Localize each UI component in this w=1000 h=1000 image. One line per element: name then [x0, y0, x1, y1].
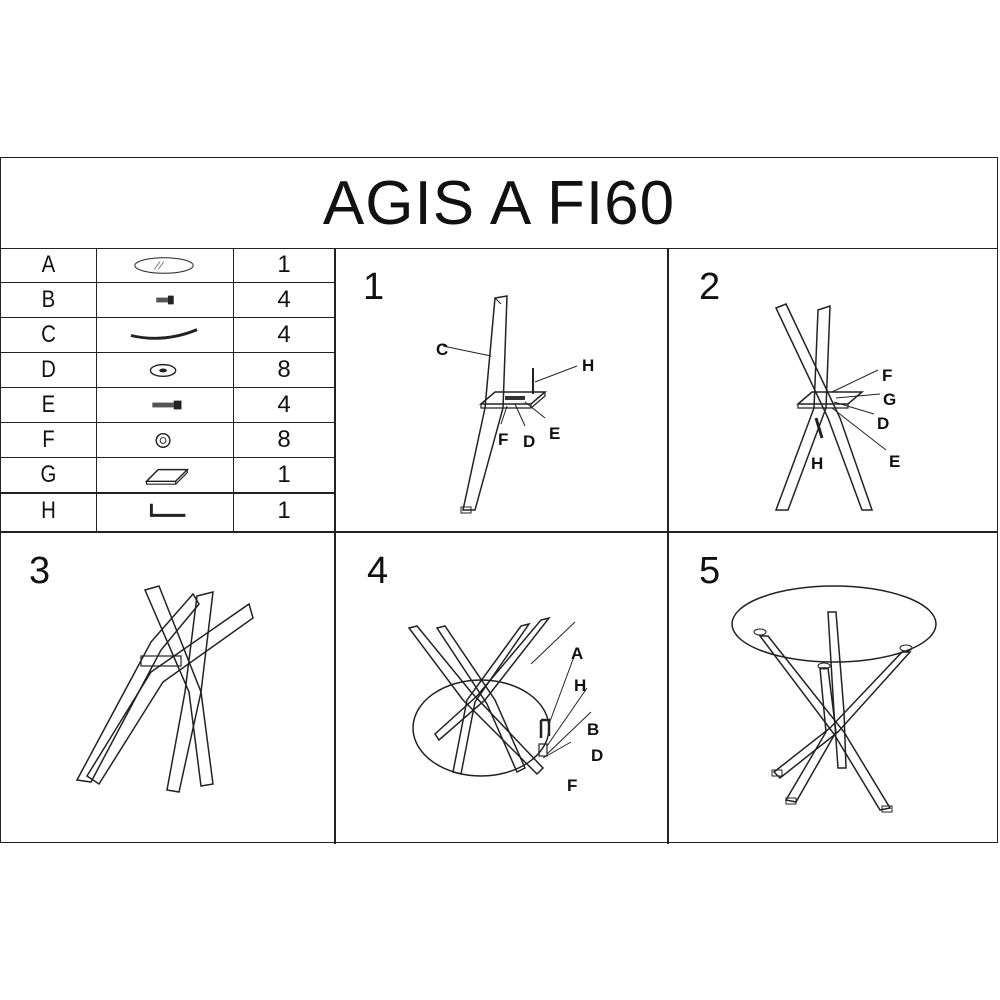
parts-col-line-1	[96, 248, 97, 531]
callout-e: E	[549, 424, 561, 443]
parts-list: A 1 B 4 C 4 D	[1, 248, 335, 531]
curved-leg-icon	[130, 328, 198, 340]
divider-h	[1, 531, 997, 533]
assembly-sheet: AGIS A FI60 A 1 B 4 C	[0, 157, 998, 844]
part-row-a: A 1	[1, 248, 335, 283]
callout-e: E	[889, 452, 901, 471]
part-qty: 4	[277, 286, 291, 313]
part-qty: 1	[277, 251, 291, 278]
step-5-illustration	[731, 585, 937, 813]
step-number-4: 4	[367, 550, 389, 592]
callout-f: F	[567, 776, 578, 795]
parts-col-line-2	[233, 248, 234, 531]
step-number-1: 1	[363, 266, 385, 308]
part-letter: C	[41, 321, 56, 348]
part-qty: 1	[277, 497, 291, 524]
part-row-d: D 8	[1, 353, 335, 388]
step-4-illustration	[407, 616, 592, 777]
callout-h: H	[574, 676, 587, 695]
bracket-plate-icon	[144, 468, 190, 485]
step-number-3: 3	[29, 550, 51, 592]
part-qty: 8	[277, 426, 291, 453]
part-qty: 8	[277, 356, 291, 383]
callout-h: H	[582, 356, 595, 375]
part-letter: G	[40, 461, 57, 488]
part-row-e: E 4	[1, 388, 335, 423]
part-qty: 4	[277, 391, 291, 418]
part-letter: H	[41, 497, 56, 524]
part-row-f: F 8	[1, 423, 335, 458]
part-letter: E	[41, 391, 56, 418]
part-row-g: G 1	[1, 458, 335, 493]
step-1-illustration	[442, 295, 578, 514]
callout-f: F	[498, 430, 509, 449]
callout-b: B	[587, 720, 600, 739]
glass-top-icon	[134, 257, 194, 274]
part-letter: D	[41, 356, 56, 383]
callout-c: C	[436, 340, 449, 359]
step-2-illustration	[774, 303, 887, 511]
title-bar: AGIS A FI60	[1, 158, 997, 249]
step-number-2: 2	[699, 266, 721, 308]
step-3-illustration	[75, 585, 254, 793]
part-qty: 1	[277, 461, 291, 488]
callout-h: H	[811, 454, 824, 473]
short-bolt-icon	[156, 295, 174, 305]
long-bolt-icon	[152, 400, 182, 410]
spring-washer-icon	[155, 432, 171, 449]
callout-f: F	[882, 366, 893, 385]
page-title: AGIS A FI60	[322, 168, 676, 238]
callout-a: A	[571, 644, 584, 663]
step-number-5: 5	[699, 550, 721, 592]
washer-icon	[149, 363, 177, 378]
part-row-c: C 4	[1, 318, 335, 353]
part-letter: A	[41, 251, 56, 278]
callout-d: D	[523, 432, 536, 451]
allen-key-icon	[149, 503, 186, 517]
part-row-b: B 4	[1, 283, 335, 318]
part-letter: B	[41, 286, 56, 313]
divider-v2	[667, 248, 669, 844]
part-letter: F	[42, 426, 55, 453]
callout-d: D	[591, 746, 604, 765]
part-row-h: H 1	[1, 493, 335, 528]
callout-d: D	[877, 414, 890, 433]
callout-g: G	[883, 390, 897, 409]
part-qty: 4	[277, 321, 291, 348]
divider-v1	[334, 248, 336, 844]
